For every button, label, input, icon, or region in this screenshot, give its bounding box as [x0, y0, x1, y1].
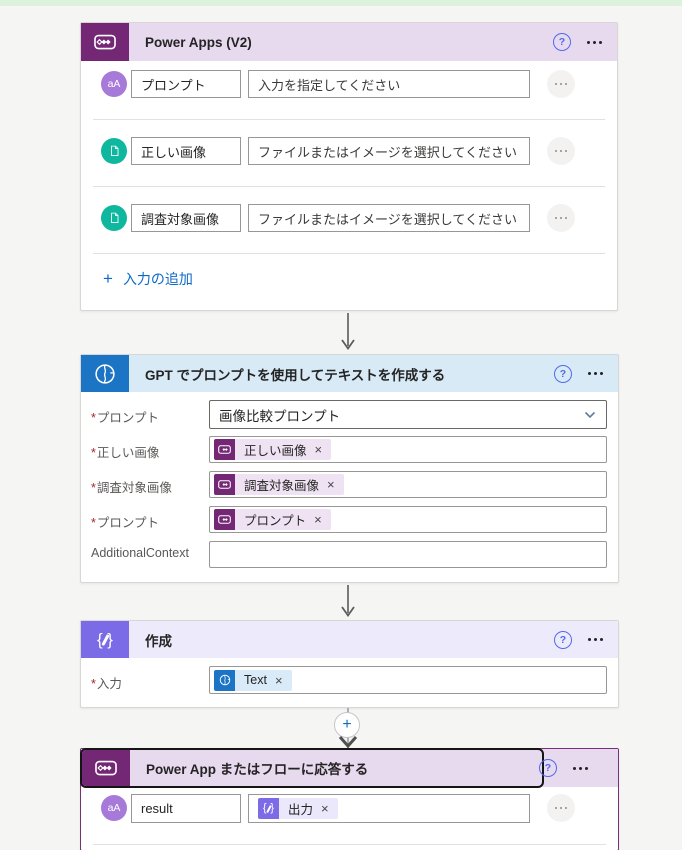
power-apps-icon — [214, 509, 235, 530]
respond-card-header[interactable]: Power App またはフローに応答する ? — [80, 748, 618, 788]
additional-context-field[interactable] — [209, 541, 607, 568]
power-apps-icon — [82, 750, 130, 786]
required-marker: * — [91, 411, 96, 425]
chevron-down-icon — [584, 411, 596, 418]
add-input-label: 入力の追加 — [122, 271, 193, 287]
field-label: AdditionalContext — [91, 546, 189, 560]
gpt-card-header[interactable]: GPT でプロンプトを使用してテキストを作成する ? — [81, 355, 618, 392]
dynamic-content-token[interactable]: Text × — [214, 669, 292, 691]
plus-icon: + — [103, 269, 113, 288]
row-menu-button[interactable] — [547, 204, 575, 232]
help-icon[interactable]: ? — [554, 630, 572, 649]
menu-ellipsis-icon[interactable] — [573, 766, 588, 770]
compose-input-field[interactable]: Text × — [209, 666, 607, 694]
card-title: Power App またはフローに応答する — [146, 762, 369, 777]
connector-arrow — [341, 313, 355, 351]
card-respond-to-power-app[interactable]: Power App またはフローに応答する ? aA result {} 出力 … — [80, 748, 619, 850]
close-icon[interactable]: × — [324, 474, 344, 495]
ai-builder-gpt-icon — [214, 669, 235, 691]
card-gpt-create-text[interactable]: GPT でプロンプトを使用してテキストを作成する ? *プロンプト 画像比較プロ… — [80, 354, 619, 583]
card-compose[interactable]: {} 作成 ? *入力 Text × — [80, 620, 619, 708]
menu-ellipsis-icon[interactable] — [588, 372, 603, 375]
row-menu-button[interactable] — [547, 137, 575, 165]
divider — [93, 253, 605, 254]
trigger-input-row: aA プロンプト 入力を指定してください — [81, 70, 617, 100]
help-icon[interactable]: ? — [539, 759, 557, 777]
insert-step-button[interactable]: + — [334, 712, 360, 738]
field-label: *入力 — [91, 677, 122, 691]
compose-output-icon: {} — [258, 798, 279, 819]
power-apps-icon — [214, 439, 235, 460]
input-name-field[interactable]: プロンプト — [131, 70, 241, 98]
close-icon[interactable]: × — [311, 439, 332, 460]
required-marker: * — [91, 446, 96, 460]
token-label: Text — [235, 669, 272, 691]
dynamic-content-token[interactable]: 正しい画像 × — [214, 439, 332, 460]
file-input-icon — [101, 205, 127, 231]
help-icon[interactable]: ? — [554, 364, 572, 383]
top-strip — [0, 0, 682, 6]
input-value-field[interactable]: ファイルまたはイメージを選択してください — [248, 137, 530, 165]
dynamic-content-token[interactable]: 調査対象画像 × — [214, 474, 344, 495]
field-label: *調査対象画像 — [91, 481, 172, 495]
trigger-card-header[interactable]: Power Apps (V2) ? — [81, 23, 617, 61]
input-value-field[interactable]: 入力を指定してください — [248, 70, 530, 98]
required-marker: * — [91, 481, 96, 495]
add-input-button[interactable]: + 入力の追加 — [103, 269, 193, 289]
required-marker: * — [91, 677, 96, 691]
target-image-field[interactable]: 調査対象画像 × — [209, 471, 607, 498]
compose-card-header[interactable]: {} 作成 ? — [81, 621, 618, 658]
dropdown-value: 画像比較プロンプト — [219, 408, 341, 424]
row-menu-button[interactable] — [547, 794, 575, 822]
card-title: 作成 — [145, 633, 172, 649]
power-apps-icon — [81, 23, 129, 61]
row-menu-button[interactable] — [547, 70, 575, 98]
divider — [93, 844, 606, 845]
trigger-input-row: 調査対象画像 ファイルまたはイメージを選択してください — [81, 204, 617, 234]
close-icon[interactable]: × — [311, 509, 331, 530]
field-label: *プロンプト — [91, 516, 160, 530]
connector-arrow — [341, 585, 355, 618]
text-output-icon: aA — [101, 795, 127, 821]
required-marker: * — [91, 516, 96, 530]
file-input-icon — [101, 138, 127, 164]
menu-ellipsis-icon[interactable] — [588, 638, 603, 641]
divider — [93, 186, 605, 187]
dynamic-content-token[interactable]: {} 出力 × — [258, 798, 338, 819]
connector-arrowhead — [338, 736, 358, 749]
ai-builder-gpt-icon — [81, 355, 129, 392]
card-title: Power Apps (V2) — [145, 34, 252, 50]
output-name-field[interactable]: result — [131, 794, 241, 823]
field-label: *正しい画像 — [91, 446, 160, 460]
output-value-field[interactable]: {} 出力 × — [248, 794, 530, 823]
respond-output-row: aA result {} 出力 × — [81, 794, 618, 824]
token-label: プロンプト — [235, 509, 312, 530]
prompt-dropdown[interactable]: 画像比較プロンプト — [209, 400, 607, 429]
help-icon[interactable]: ? — [553, 33, 571, 51]
compose-icon: {} — [81, 621, 129, 658]
input-name-field[interactable]: 正しい画像 — [131, 137, 241, 165]
prompt-token-field[interactable]: プロンプト × — [209, 506, 607, 533]
input-value-field[interactable]: ファイルまたはイメージを選択してください — [248, 204, 530, 232]
trigger-input-row: 正しい画像 ファイルまたはイメージを選択してください — [81, 137, 617, 167]
token-label: 出力 — [279, 798, 319, 819]
menu-ellipsis-icon[interactable] — [587, 40, 602, 44]
card-power-apps-trigger[interactable]: Power Apps (V2) ? aA プロンプト 入力を指定してください 正… — [80, 22, 618, 311]
token-label: 調査対象画像 — [235, 474, 325, 495]
close-icon[interactable]: × — [271, 669, 292, 691]
card-title: GPT でプロンプトを使用してテキストを作成する — [145, 367, 446, 383]
token-label: 正しい画像 — [235, 439, 312, 460]
field-label: *プロンプト — [91, 411, 160, 425]
input-name-field[interactable]: 調査対象画像 — [131, 204, 241, 232]
correct-image-field[interactable]: 正しい画像 × — [209, 436, 607, 463]
selected-header-outline[interactable]: Power App またはフローに応答する — [80, 748, 544, 788]
dynamic-content-token[interactable]: プロンプト × — [214, 509, 331, 530]
close-icon[interactable]: × — [318, 798, 338, 819]
divider — [93, 119, 605, 120]
text-input-icon: aA — [101, 71, 127, 97]
power-apps-icon — [214, 474, 235, 495]
